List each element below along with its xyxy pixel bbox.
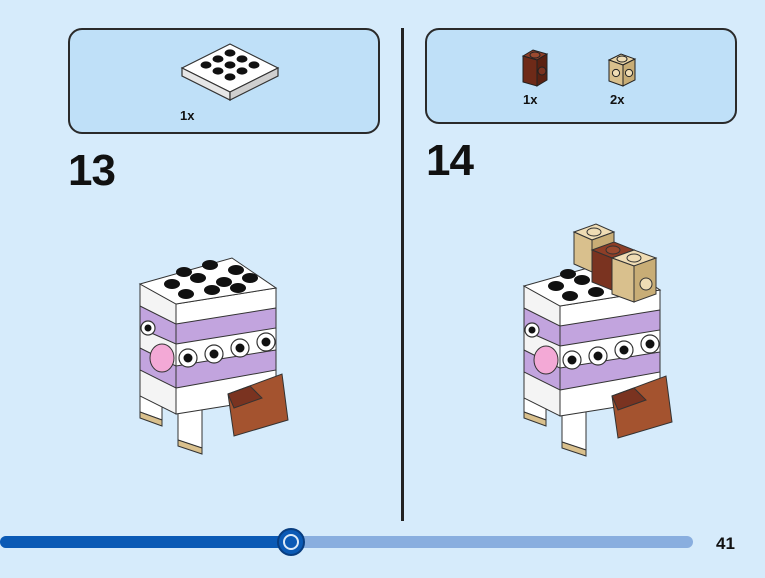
part-qty: 1x: [523, 92, 537, 107]
progress-indicator: [277, 528, 305, 556]
progress-fill: [0, 536, 291, 548]
parts-callout-step-14: 1x 2x: [425, 28, 737, 124]
step-divider: [401, 28, 404, 521]
pig-model-step-13-illustration: [132, 248, 292, 458]
pig-model-step-14-illustration: [516, 212, 676, 462]
tan-brick-icon: [607, 52, 643, 88]
step-number-14: 14: [426, 136, 473, 186]
white-plate-icon: [180, 44, 280, 104]
brown-brick-icon: [521, 48, 555, 88]
part-qty: 1x: [180, 108, 194, 123]
part-qty: 2x: [610, 92, 624, 107]
parts-callout-step-13: 1x: [68, 28, 380, 134]
page-number: 41: [716, 534, 735, 554]
step-number-13: 13: [68, 146, 115, 196]
